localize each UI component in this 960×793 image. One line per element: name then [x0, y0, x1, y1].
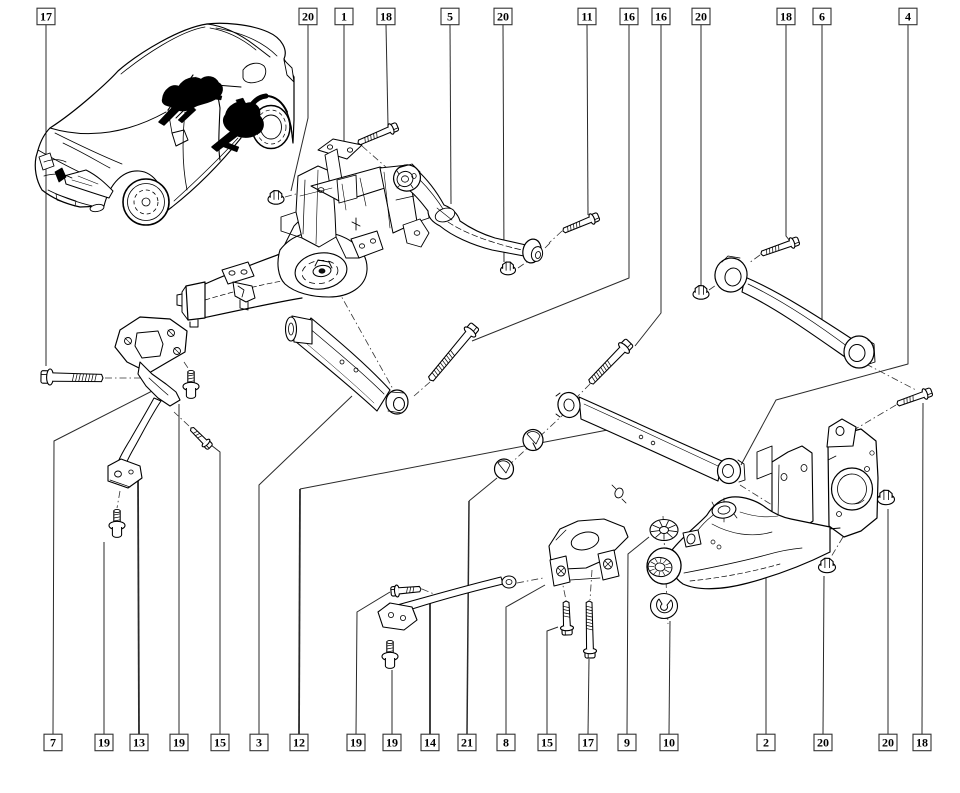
- svg-text:16: 16: [623, 10, 635, 24]
- svg-text:19: 19: [350, 736, 362, 750]
- svg-text:19: 19: [173, 736, 185, 750]
- svg-text:13: 13: [133, 736, 145, 750]
- svg-text:19: 19: [386, 736, 398, 750]
- svg-text:9: 9: [624, 736, 630, 750]
- svg-text:18: 18: [780, 10, 792, 24]
- svg-text:19: 19: [98, 736, 110, 750]
- svg-text:6: 6: [819, 10, 825, 24]
- svg-text:20: 20: [882, 736, 894, 750]
- svg-text:20: 20: [817, 736, 829, 750]
- svg-text:18: 18: [380, 10, 392, 24]
- svg-text:17: 17: [40, 10, 52, 24]
- svg-text:20: 20: [497, 10, 509, 24]
- svg-text:12: 12: [293, 736, 305, 750]
- svg-text:20: 20: [695, 10, 707, 24]
- svg-text:15: 15: [214, 736, 226, 750]
- svg-text:15: 15: [541, 736, 553, 750]
- svg-text:11: 11: [581, 10, 592, 24]
- svg-text:16: 16: [655, 10, 667, 24]
- svg-text:8: 8: [503, 736, 509, 750]
- svg-text:5: 5: [447, 10, 453, 24]
- svg-text:20: 20: [302, 10, 314, 24]
- svg-text:3: 3: [256, 736, 262, 750]
- svg-text:1: 1: [341, 10, 347, 24]
- svg-text:4: 4: [905, 10, 911, 24]
- svg-text:14: 14: [424, 736, 436, 750]
- svg-text:18: 18: [916, 736, 928, 750]
- svg-text:10: 10: [663, 736, 675, 750]
- svg-text:17: 17: [582, 736, 594, 750]
- svg-text:21: 21: [461, 736, 473, 750]
- svg-text:2: 2: [763, 736, 769, 750]
- svg-text:7: 7: [50, 736, 56, 750]
